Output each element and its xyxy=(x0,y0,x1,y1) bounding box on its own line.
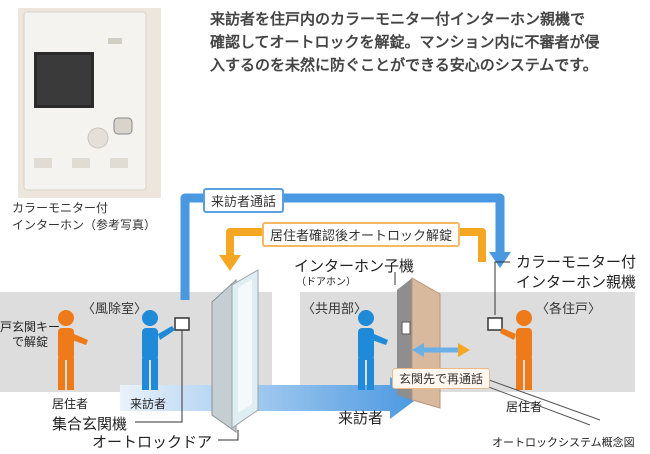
key-unlock-label: 戸玄関キー で解錠 xyxy=(0,320,61,349)
intro-text: 来訪者を住戸内のカラーモニター付インターホン親機で 確認してオートロックを解錠。… xyxy=(210,10,600,74)
intercom-photo-image xyxy=(18,8,161,198)
area-unit: 〈各住戸〉 xyxy=(536,302,602,317)
visitor-person-center xyxy=(358,310,388,390)
master-intercom-label: カラーモニター付 インターホン親機 xyxy=(516,253,637,291)
visitor-path-arrow xyxy=(120,377,418,419)
resident-right-label: 居住者 xyxy=(506,400,543,414)
area-vestibule: 〈風除室〉 xyxy=(82,302,148,317)
entrance-unit-label: 集合玄関機 xyxy=(52,415,128,433)
master-unit-leader xyxy=(494,261,510,315)
visitor-person-left xyxy=(142,310,175,390)
diagram-caption: オートロックシステム概念図 xyxy=(492,436,635,449)
entrance-unit-leader xyxy=(135,330,183,423)
master-unit-icon xyxy=(487,317,503,331)
visitor-call-label: 来訪者通話 xyxy=(203,188,285,213)
autolock-door-leader xyxy=(218,430,239,441)
area-common: 〈共用部〉 xyxy=(302,302,368,317)
entrance-call-label: 玄関先で再通話 xyxy=(392,368,491,389)
door-intercom-sublabel: （ドアホン） xyxy=(296,277,356,288)
autolock-door-label: オートロックドア xyxy=(92,433,213,451)
photo-caption: カラーモニター付 インターホン（参考写真） xyxy=(12,201,157,232)
caption-leader-lines xyxy=(469,375,601,426)
visitor-left-label: 来訪者 xyxy=(130,397,167,411)
visitor-call-arrowhead xyxy=(489,252,511,268)
entrance-call-arrowhead-right xyxy=(458,343,470,357)
visitor-center-label: 来訪者 xyxy=(338,409,384,427)
intercom-photo xyxy=(18,8,161,198)
door-intercom-label: インターホン子機 xyxy=(294,257,415,275)
resident-person-left xyxy=(58,310,88,390)
entrance-call-arrowhead-left xyxy=(412,343,424,357)
unlock-arrowhead xyxy=(219,255,241,271)
resident-unlock-label: 居住者確認後オートロック解錠 xyxy=(262,222,461,247)
resident-person-right xyxy=(500,310,532,390)
visitor-call-arrow xyxy=(180,193,505,300)
entrance-panel-icon xyxy=(174,317,190,331)
resident-left-label: 居住者 xyxy=(52,397,89,411)
autolock-door xyxy=(211,269,259,433)
